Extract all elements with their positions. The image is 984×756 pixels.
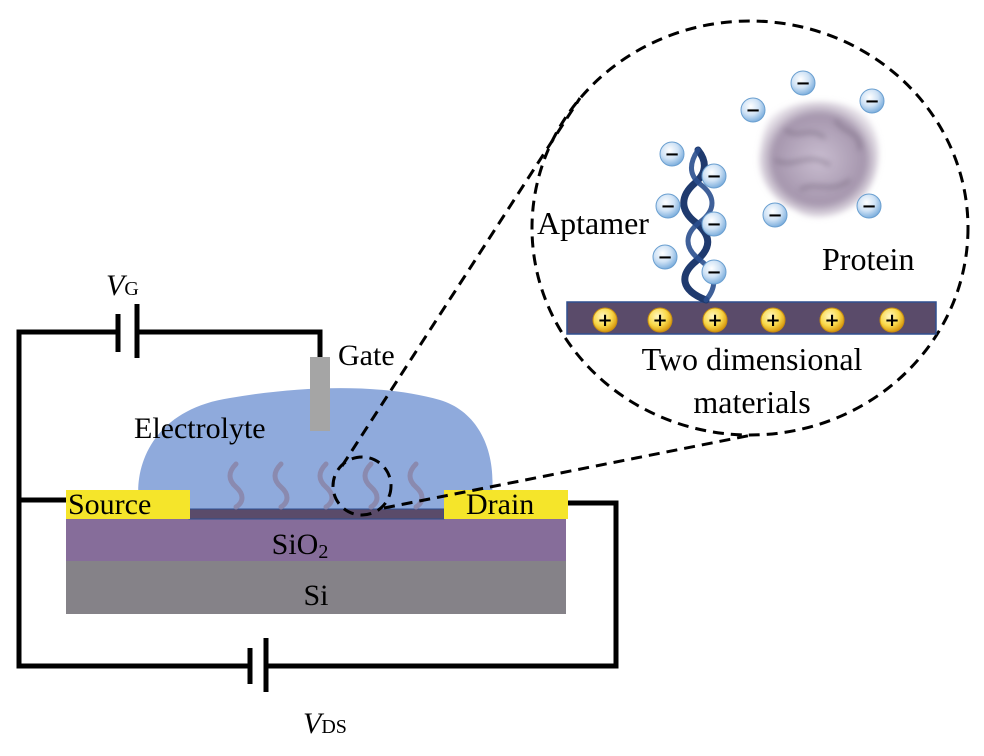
- aptamer-negative-charge: −: [652, 244, 678, 270]
- vds-label: VDS: [303, 707, 347, 740]
- protein: [759, 101, 879, 218]
- drain-source-circuit: [16, 497, 619, 692]
- positive-charge: +: [592, 307, 618, 333]
- source-label: Source: [68, 488, 151, 521]
- aptamer-probe: [317, 461, 335, 510]
- plus-icon: +: [652, 310, 667, 331]
- positive-charge: +: [647, 307, 673, 333]
- electrolyte-droplet: [138, 388, 493, 509]
- two-d-label-line2: materials: [693, 384, 810, 420]
- source-electrode: [66, 490, 190, 519]
- aptamer-negative-charge: −: [701, 259, 727, 285]
- minus-icon: −: [660, 196, 675, 217]
- minus-icon: −: [745, 100, 760, 121]
- minus-icon: −: [706, 262, 721, 283]
- sio2-label: SiO2: [272, 528, 329, 563]
- aptamer-probe: [227, 461, 245, 510]
- sio2-layer: [66, 519, 566, 561]
- zoom-line-upper: [340, 97, 582, 467]
- positive-charges: + + + + + +: [592, 307, 905, 333]
- minus-icon: −: [657, 247, 672, 268]
- minus-icon: −: [706, 214, 721, 235]
- si-label: Si: [303, 579, 328, 612]
- minus-icon: −: [864, 91, 879, 112]
- gate-circuit: [16, 304, 323, 503]
- two-d-channel: [188, 508, 445, 520]
- aptamer-negative-charge: −: [701, 163, 727, 189]
- drain-label: Drain: [466, 488, 534, 521]
- gate-wire-left: [16, 329, 121, 503]
- drain-electrode: [444, 490, 568, 519]
- zoom-line-lower: [383, 433, 753, 510]
- electrolyte-label: Electrolyte: [134, 412, 266, 445]
- gate-wire-right: [134, 329, 323, 361]
- vg-label: VG: [106, 269, 139, 302]
- aptamer-negative-charge: −: [655, 193, 681, 219]
- minus-icon: −: [767, 205, 782, 226]
- zoom-source-circle: [331, 455, 393, 517]
- zoom-detail-circle: [530, 19, 970, 437]
- plus-icon: +: [884, 310, 899, 331]
- positive-charge: +: [760, 307, 786, 333]
- protein-negative-charge: −: [740, 97, 766, 123]
- plus-icon: +: [765, 310, 780, 331]
- vds-wire-right: [265, 500, 619, 669]
- two-d-material-slab: [566, 301, 937, 335]
- plus-icon: +: [707, 310, 722, 331]
- protein-negative-charge: −: [762, 202, 788, 228]
- gate-electrode: [310, 357, 330, 431]
- aptamer-negative-charge: −: [701, 211, 727, 237]
- vds-wire-left: [16, 497, 253, 669]
- protein-negative-charge: −: [856, 193, 882, 219]
- si-layer: [66, 560, 566, 614]
- positive-charge: +: [819, 307, 845, 333]
- negative-charges: − − − − − − − − − − −: [652, 70, 885, 285]
- plus-icon: +: [824, 310, 839, 331]
- protein-negative-charge: −: [790, 70, 816, 96]
- minus-icon: −: [706, 166, 721, 187]
- aptamer-probe: [362, 461, 380, 510]
- minus-icon: −: [795, 73, 810, 94]
- protein-negative-charge: −: [859, 88, 885, 114]
- aptamer-probe: [272, 461, 290, 510]
- two-d-label-line1: Two dimensional: [642, 341, 863, 377]
- plus-icon: +: [597, 310, 612, 331]
- minus-icon: −: [664, 144, 679, 165]
- gate-label: Gate: [338, 339, 395, 372]
- protein-label: Protein: [822, 241, 914, 277]
- aptamer-label: Aptamer: [537, 205, 649, 241]
- positive-charge: +: [702, 307, 728, 333]
- aptamer-negative-charge: −: [659, 141, 685, 167]
- positive-charge: +: [879, 307, 905, 333]
- minus-icon: −: [861, 196, 876, 217]
